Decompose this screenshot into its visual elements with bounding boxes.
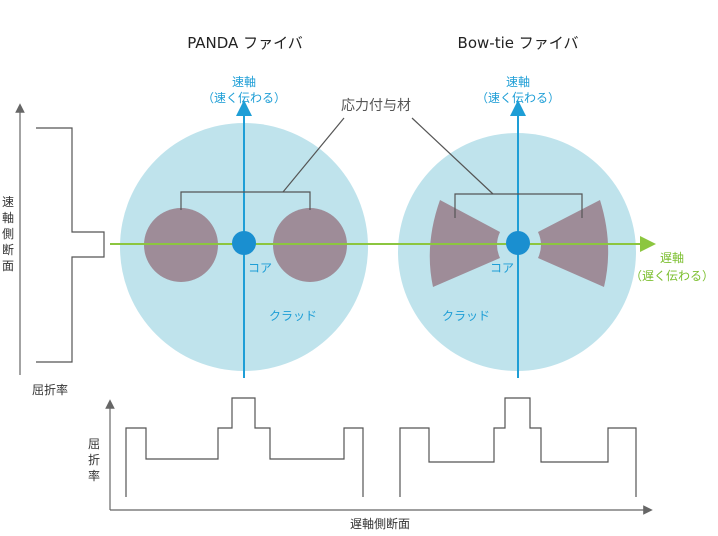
left-profile-section-label: 速 軸 側 断 面 bbox=[2, 195, 14, 273]
bowtie-bracket bbox=[454, 193, 583, 218]
panda-core-label: コア bbox=[248, 261, 272, 275]
svg-text:率: 率 bbox=[88, 468, 100, 483]
slow-axis-note: （遅く伝わる） bbox=[630, 269, 714, 283]
bowtie-core-label: コア bbox=[490, 261, 514, 275]
panda-leader bbox=[282, 117, 345, 193]
panda-core bbox=[232, 231, 256, 255]
svg-text:軸: 軸 bbox=[2, 211, 14, 225]
left-profile bbox=[15, 103, 105, 375]
bowtie-core bbox=[506, 231, 530, 255]
svg-text:折: 折 bbox=[88, 452, 100, 467]
bottom-profile-section-label: 遅軸側断面 bbox=[350, 516, 410, 531]
svg-text:側: 側 bbox=[2, 227, 14, 241]
bowtie-fast-axis-label: 速軸 bbox=[506, 75, 530, 89]
bowtie-leader bbox=[411, 117, 494, 195]
bowtie-fast-axis-note: （速く伝わる） bbox=[476, 91, 560, 105]
bowtie-cladding-label: クラッド bbox=[442, 309, 490, 323]
panda-fast-axis-note: （速く伝わる） bbox=[202, 91, 286, 105]
panda-bracket bbox=[180, 191, 311, 210]
stress-member-label: 応力付与材 bbox=[341, 98, 411, 114]
panda-cladding-label: クラッド bbox=[269, 309, 317, 323]
svg-text:面: 面 bbox=[2, 259, 14, 273]
stress-member-leaders bbox=[180, 117, 583, 218]
panda-fast-axis-label: 速軸 bbox=[232, 75, 256, 89]
left-profile-axis-label: 屈折率 bbox=[32, 382, 68, 397]
panda-title: PANDA ファイバ bbox=[187, 34, 303, 52]
slow-axis-label: 遅軸 bbox=[660, 251, 684, 265]
bowtie-title: Bow-tie ファイバ bbox=[458, 34, 579, 52]
bottom-profile bbox=[105, 397, 653, 515]
left-profile-curve bbox=[36, 127, 105, 363]
bottom-profile-axis-label: 屈 折 率 bbox=[88, 437, 100, 483]
svg-text:屈: 屈 bbox=[88, 437, 100, 451]
bowtie-profile-curve bbox=[399, 397, 637, 497]
svg-text:速: 速 bbox=[2, 195, 14, 209]
panda-profile-curve bbox=[125, 397, 364, 497]
svg-text:断: 断 bbox=[2, 242, 14, 257]
